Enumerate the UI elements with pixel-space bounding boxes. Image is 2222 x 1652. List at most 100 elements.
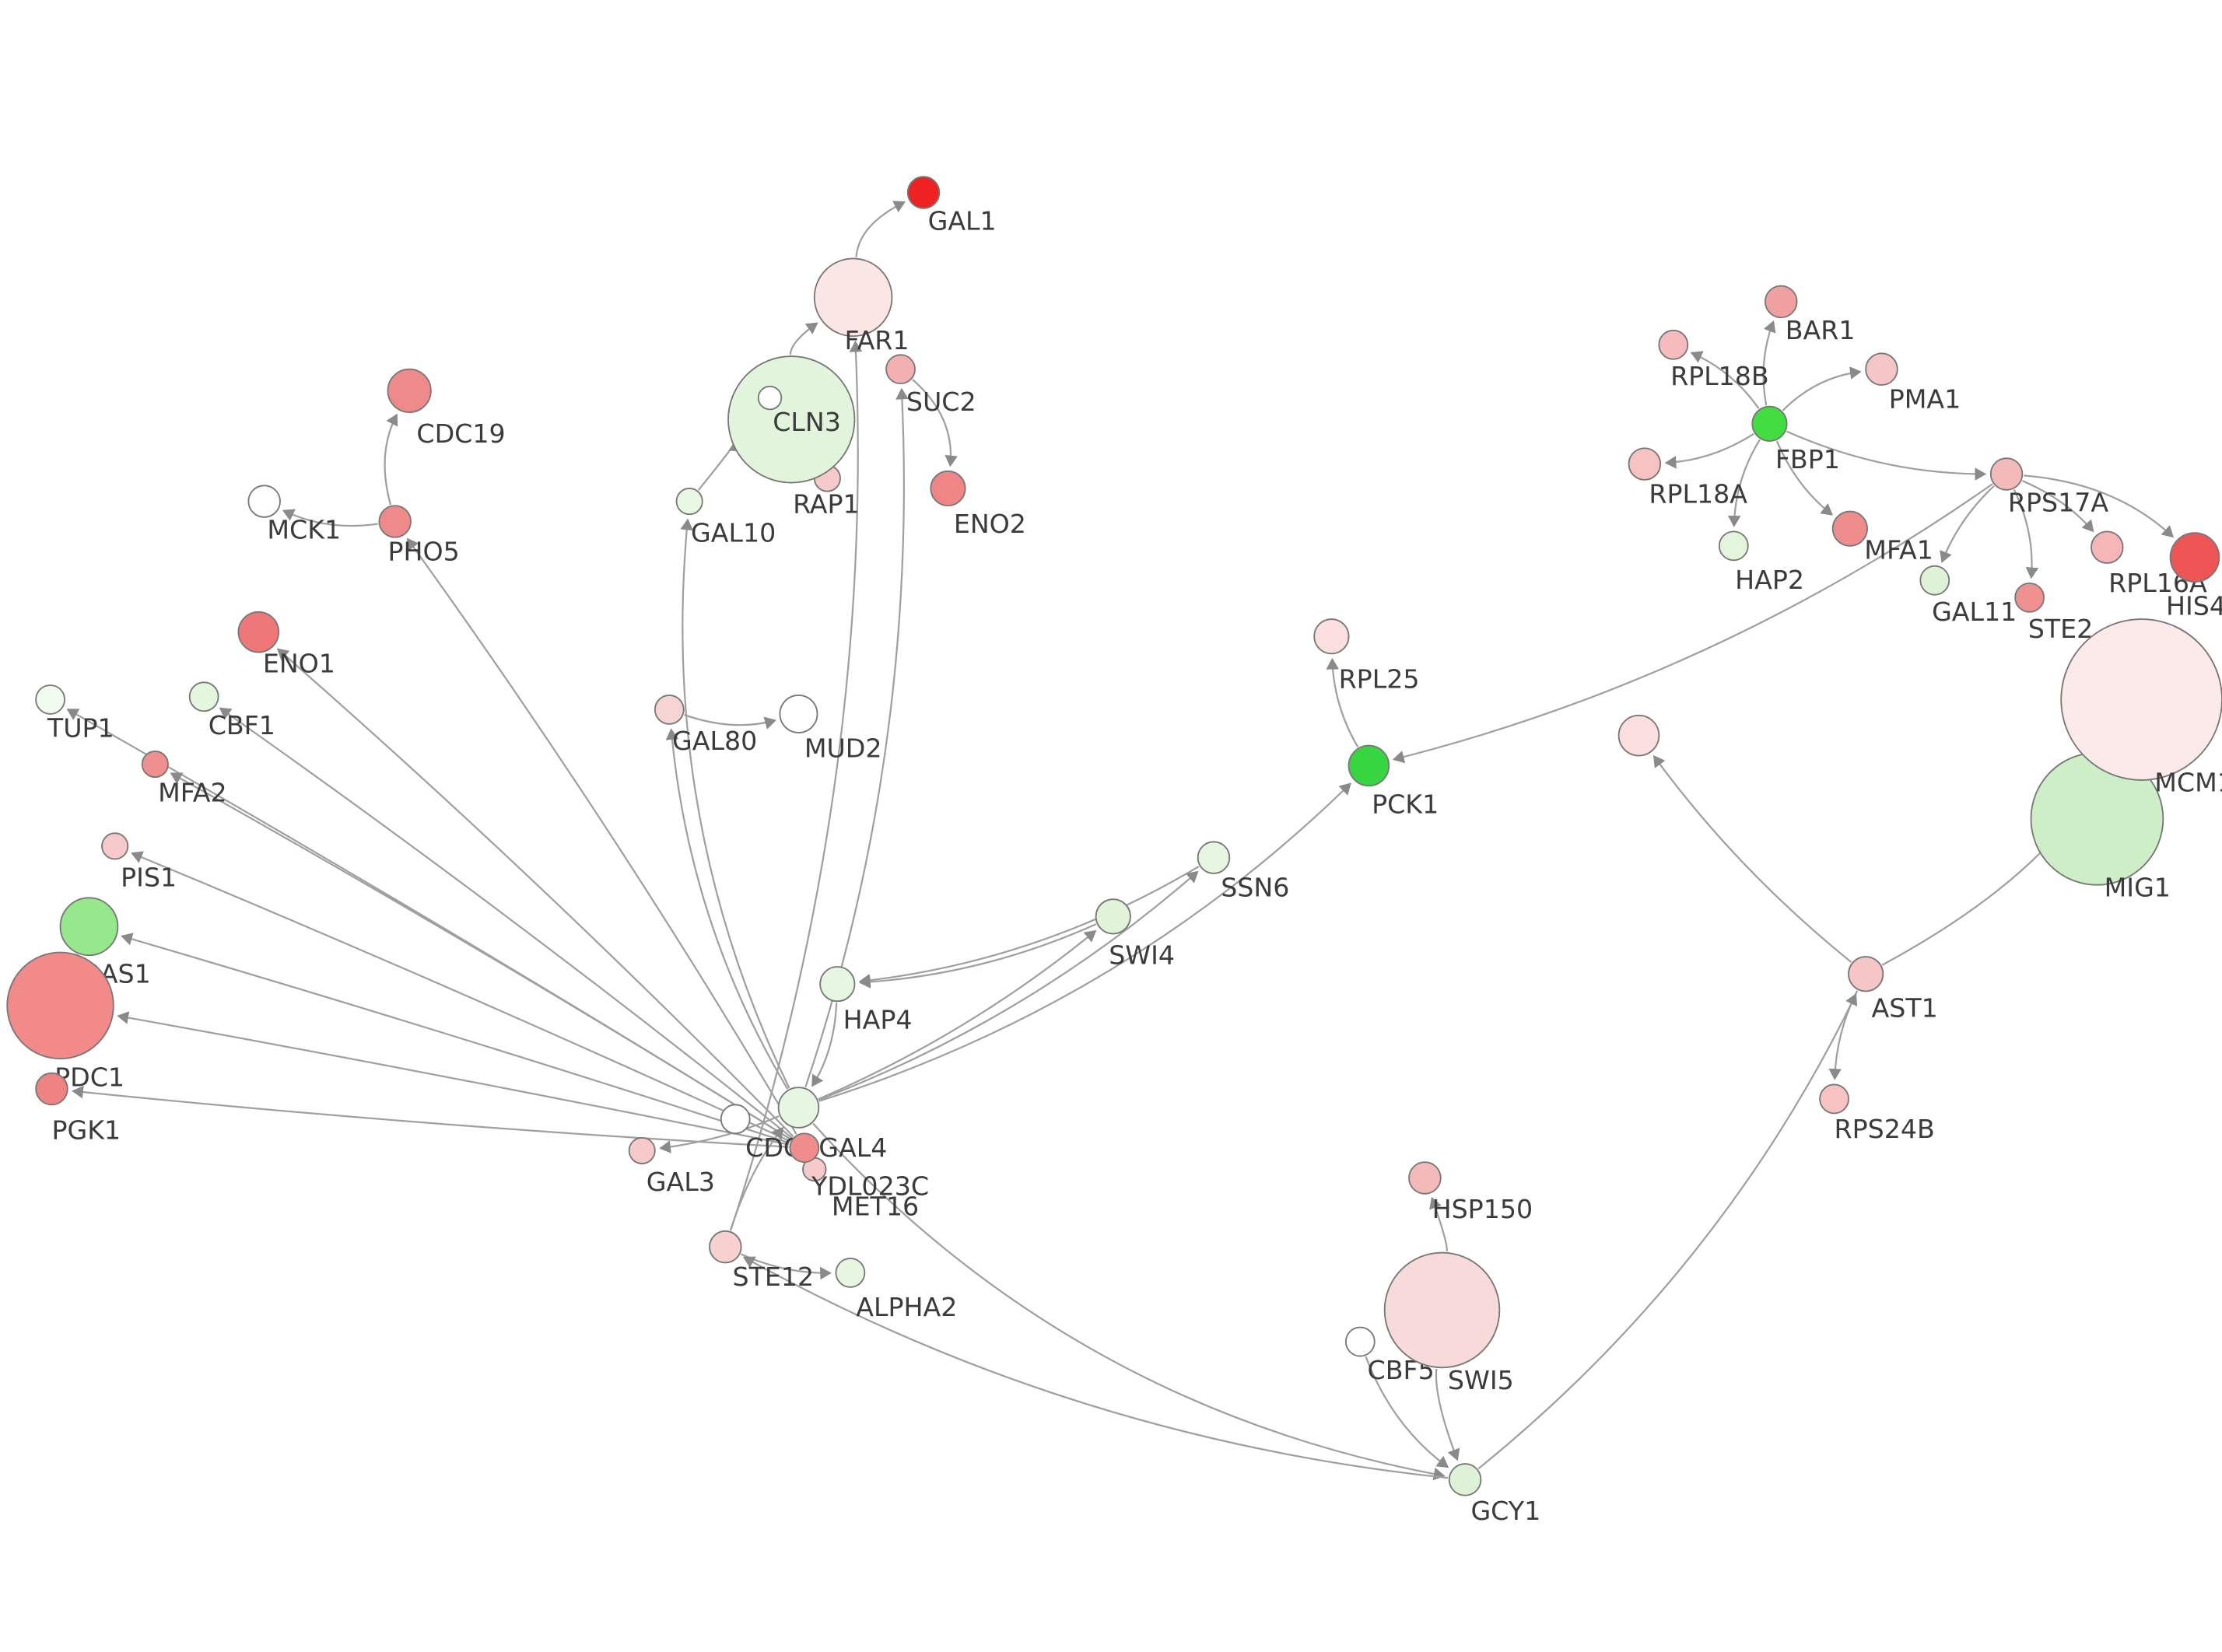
edge-ydl023c-pis1[interactable] <box>131 851 790 1143</box>
node-circle-gcy1[interactable] <box>1448 1463 1482 1496</box>
node-mck1[interactable]: MCK1 <box>247 485 341 545</box>
edge-pho5-cdc19[interactable] <box>384 413 398 506</box>
node-tup1[interactable]: TUP1 <box>35 684 114 743</box>
node-circle-gal80[interactable] <box>654 695 685 725</box>
node-pck1[interactable]: PCK1 <box>1348 744 1439 820</box>
node-circle-hap2[interactable] <box>1718 530 1749 562</box>
node-ast1[interactable]: AST1 <box>1848 956 1938 1024</box>
edge-ydl023c-pdc1[interactable] <box>117 1011 790 1146</box>
node-gal10[interactable]: GAL10 <box>675 488 776 548</box>
edge-ydl023c-mfa2[interactable] <box>170 772 792 1140</box>
node-circle-cbf1[interactable] <box>188 681 219 712</box>
edge-gal80-mud2[interactable] <box>684 713 776 730</box>
node-gal11[interactable]: GAL11 <box>1919 565 2017 627</box>
edge-ast1-unk2[interactable] <box>1652 754 1852 963</box>
node-mfa1[interactable]: MFA1 <box>1831 510 1933 565</box>
edge-cln3-far1[interactable] <box>789 322 818 355</box>
node-mud2[interactable]: MUD2 <box>779 695 882 763</box>
node-hap4[interactable]: HAP4 <box>819 966 913 1034</box>
edge-fbp1-rps17a[interactable] <box>1786 430 1987 481</box>
edge-ydl023c-pho5[interactable] <box>406 537 797 1135</box>
node-rps24b[interactable]: RPS24B <box>1819 1083 1935 1144</box>
node-circle-his4[interactable] <box>2169 532 2220 583</box>
node-inner[interactable] <box>757 385 783 411</box>
node-ste12[interactable]: STE12 <box>709 1230 814 1292</box>
node-circle-rpl18b[interactable] <box>1658 329 1689 360</box>
node-circle-cln3[interactable] <box>727 355 856 484</box>
edge-swi5-hsp150[interactable] <box>1429 1196 1448 1251</box>
node-circle-mud2[interactable] <box>779 695 818 733</box>
edge-gal4-gcy1[interactable] <box>812 1122 1446 1481</box>
node-circle-tup1[interactable] <box>35 684 65 715</box>
node-rpl18a[interactable]: RPL18A <box>1628 447 1748 509</box>
edge-ydl023c-eno1[interactable] <box>276 648 794 1137</box>
edge-ste12-far1[interactable] <box>730 340 863 1231</box>
node-pho5[interactable]: PHO5 <box>378 505 460 566</box>
node-circle-swi4[interactable] <box>1095 898 1131 935</box>
node-circle-cdc6[interactable] <box>720 1104 751 1135</box>
node-circle-pck1[interactable] <box>1348 744 1390 787</box>
node-circle-eno1[interactable] <box>237 611 280 653</box>
edge-gal4-swi4[interactable] <box>818 929 1097 1101</box>
node-pma1[interactable]: PMA1 <box>1865 352 1961 415</box>
edge-ydl023c-ras1[interactable] <box>121 933 790 1144</box>
node-circle-pgk1[interactable] <box>35 1072 68 1106</box>
node-circle-pis1[interactable] <box>101 832 129 860</box>
node-gal4[interactable]: GAL4 <box>777 1087 888 1163</box>
node-cbf1[interactable]: CBF1 <box>188 681 275 740</box>
node-fbp1[interactable]: FBP1 <box>1751 405 1840 474</box>
node-far1[interactable]: FAR1 <box>813 257 909 355</box>
node-circle-ste12[interactable] <box>709 1230 742 1264</box>
node-ste2[interactable]: STE2 <box>2014 582 2093 644</box>
node-circle-gal11[interactable] <box>1919 565 1950 596</box>
edge-fbp1-rpl18a[interactable] <box>1664 432 1754 469</box>
edge-ssn6-hap4[interactable] <box>858 865 1200 987</box>
node-eno1[interactable]: ENO1 <box>237 611 335 679</box>
node-circle-cbf5[interactable] <box>1344 1326 1376 1357</box>
node-circle-rpl25[interactable] <box>1313 618 1350 655</box>
edge-far1-gal1[interactable] <box>855 201 906 257</box>
node-eno2[interactable]: ENO2 <box>930 470 1026 539</box>
node-circle-mfa1[interactable] <box>1831 510 1868 547</box>
edge-fbp1-bar1[interactable] <box>1762 320 1776 406</box>
node-circle-rpl18a[interactable] <box>1628 447 1662 481</box>
node-rpl25[interactable]: RPL25 <box>1313 618 1419 695</box>
node-ssn6[interactable]: SSN6 <box>1197 841 1290 903</box>
edge-ydl023c-tup1[interactable] <box>66 709 792 1140</box>
node-gcy1[interactable]: GCY1 <box>1448 1463 1540 1526</box>
edge-rps17a-gal11[interactable] <box>1940 485 1995 563</box>
edge-pho5-mck1[interactable] <box>282 509 378 527</box>
edge-gal4-ssn6[interactable] <box>818 870 1199 1101</box>
node-alpha2[interactable]: ALPHA2 <box>835 1258 957 1322</box>
node-circle-gal1[interactable] <box>906 176 941 209</box>
node-circle-ssn6[interactable] <box>1197 841 1231 874</box>
edge-gcy1-ste12[interactable] <box>742 1256 1449 1479</box>
edge-ydl023c-pgk1[interactable] <box>72 1085 789 1148</box>
edge-gal10-cln3[interactable] <box>697 439 742 491</box>
edge-ast1-rps24b[interactable] <box>1828 990 1859 1080</box>
node-hap2[interactable]: HAP2 <box>1718 530 1804 595</box>
node-circle-mfa2[interactable] <box>141 751 169 779</box>
edge-ydl023c-cbf1[interactable] <box>219 707 793 1139</box>
node-cln3[interactable]: CLN3 <box>727 355 856 484</box>
node-circle-far1[interactable] <box>813 257 893 338</box>
edge-rps17a-ste2[interactable] <box>2013 488 2039 579</box>
node-circle-rpl16a[interactable] <box>2091 530 2124 564</box>
node-circle-ras1[interactable] <box>59 897 119 957</box>
node-pis1[interactable]: PIS1 <box>101 832 177 893</box>
node-circle-suc2[interactable] <box>885 354 916 385</box>
node-circle-eno2[interactable] <box>930 470 966 507</box>
edge-suc2-eno2[interactable] <box>912 379 958 467</box>
edge-gcy1-ast1[interactable] <box>1477 993 1858 1470</box>
edge-gal4-pck1[interactable] <box>818 782 1351 1102</box>
node-circle-bar1[interactable] <box>1765 285 1798 319</box>
node-gal80[interactable]: GAL80 <box>654 695 757 756</box>
node-bar1[interactable]: BAR1 <box>1765 285 1856 345</box>
node-circle-ydl023c[interactable] <box>789 1132 820 1164</box>
node-mfa2[interactable]: MFA2 <box>141 751 227 808</box>
node-circle-pho5[interactable] <box>378 505 412 538</box>
edge-fbp1-pma1[interactable] <box>1782 366 1862 411</box>
node-ydl023c[interactable]: YDL023C <box>789 1132 929 1202</box>
edge-gal4-gal80[interactable] <box>665 728 789 1090</box>
